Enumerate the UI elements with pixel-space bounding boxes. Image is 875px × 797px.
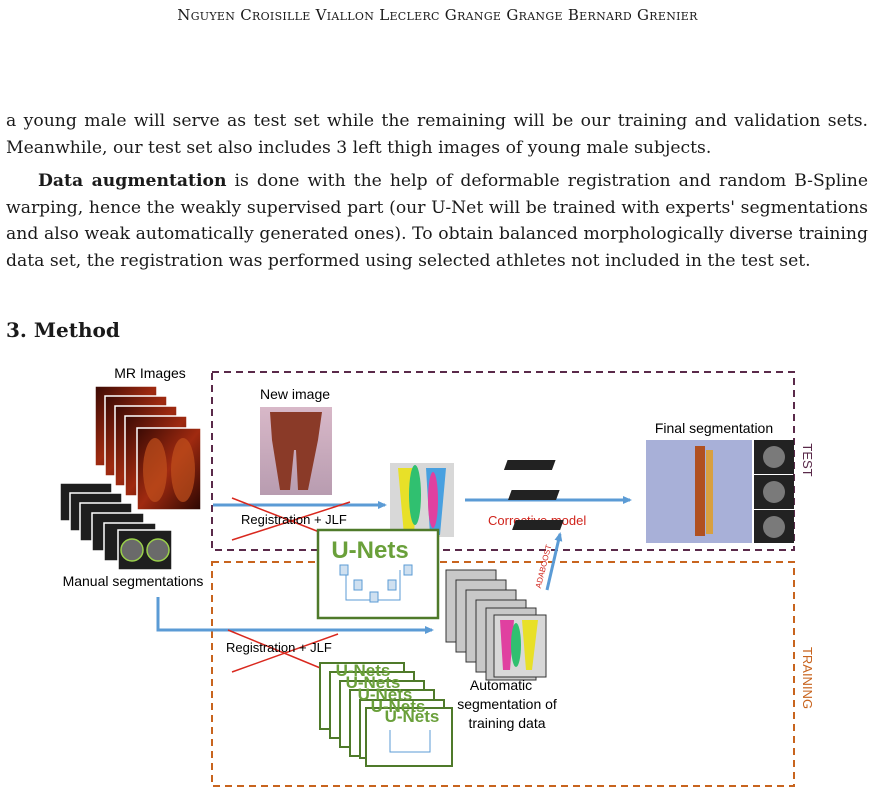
final-segmentation-label: Final segmentation [655, 420, 773, 436]
manual-segmentation-stack [59, 482, 173, 571]
segmented-thigh-test [390, 463, 454, 537]
mr-images-label: MR Images [114, 365, 186, 381]
paragraph-1: a young male will serve as test set whil… [6, 108, 868, 161]
cross-bottom-1 [227, 629, 331, 673]
automatic-seg-line2: segmentation of [457, 696, 557, 712]
automatic-seg-line1: Automatic [470, 677, 532, 693]
new-image-label: New image [260, 386, 330, 402]
section-title: 3. Method [6, 318, 120, 342]
registration-jlf-bottom: Registration + JLF [226, 640, 332, 655]
new-image [260, 407, 332, 495]
unets-main-box [316, 528, 440, 620]
manual-segmentations-label: Manual segmentations [63, 573, 204, 589]
data-augmentation-heading: Data augmentation [38, 171, 227, 191]
training-label: TRAINING [800, 647, 815, 709]
training-segmentation-stack [445, 569, 547, 681]
cross-top-2 [231, 501, 351, 541]
unets-stack-label: U-Nets [336, 661, 391, 680]
automatic-seg-line3: training data [468, 715, 545, 731]
test-region [211, 371, 795, 551]
running-header: Nguyen Croisille Viallon Leclerc Grange … [177, 6, 698, 24]
unet-diagram-main [339, 564, 413, 603]
cross-bottom-2 [231, 633, 339, 673]
unets-stack [319, 662, 453, 767]
paragraph-2: Data augmentation is done with the help … [6, 168, 868, 274]
mr-image-stack [94, 385, 202, 511]
unets-stack-label-2: U-Nets [346, 673, 401, 692]
arrow-adaboost [545, 532, 563, 591]
arrow-training [156, 597, 434, 634]
paragraph-1-text: a young male will serve as test set whil… [6, 111, 868, 158]
unets-main-label: U-Nets [331, 537, 408, 564]
unets-stack-label-4: U-Nets [371, 697, 426, 716]
unets-stack-label-5: U-Nets [385, 707, 440, 726]
final-segmentation-image [503, 440, 794, 543]
test-label: TEST [800, 443, 815, 476]
registration-jlf-top: Registration + JLF [241, 512, 347, 527]
paragraph-2-text: is done with the help of deformable regi… [6, 171, 868, 271]
unets-stack-label-3: U-Nets [358, 685, 413, 704]
training-region [211, 561, 795, 787]
adaboost-label: ADABOOST [534, 544, 554, 589]
